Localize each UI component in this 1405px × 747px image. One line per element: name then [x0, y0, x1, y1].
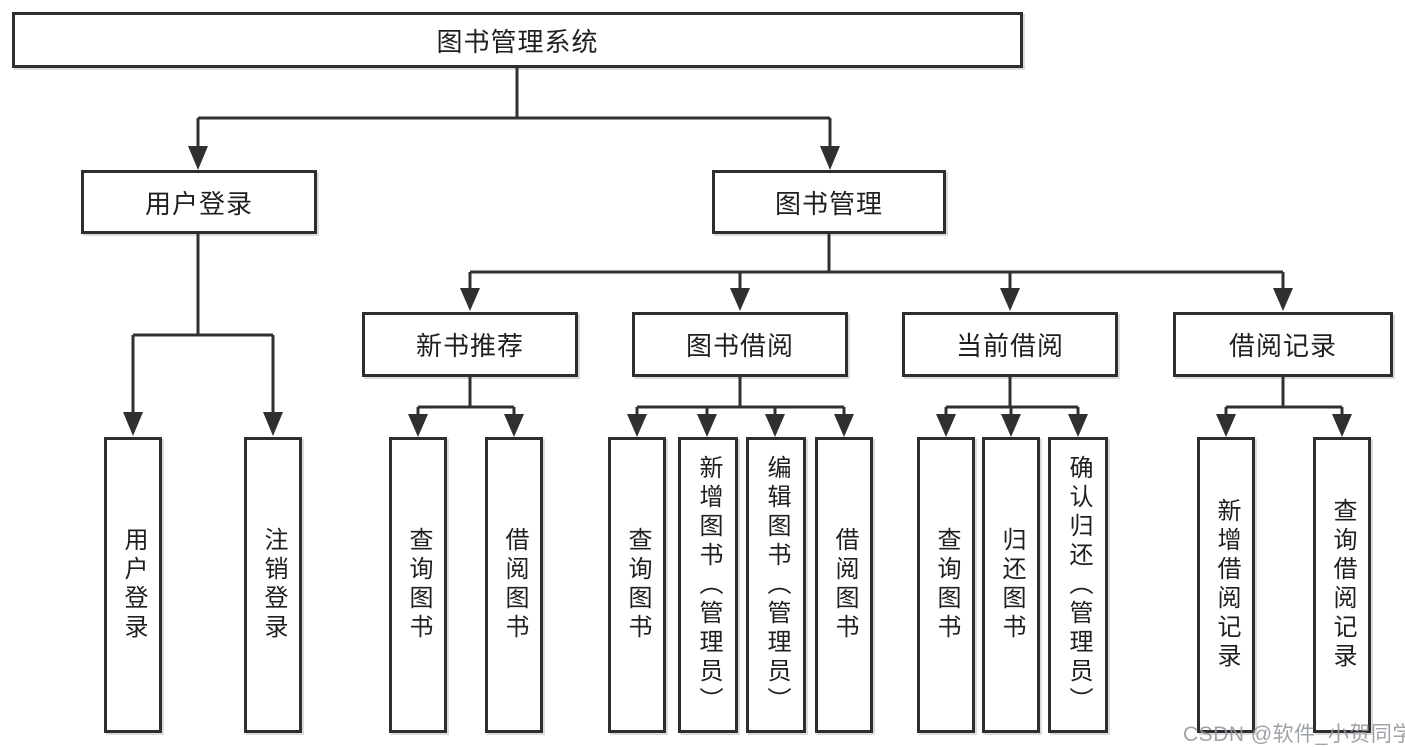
node-label: 查询图书 [933, 527, 960, 643]
connector-newbook-split [416, 377, 516, 414]
node-label: 借阅记录 [1228, 331, 1337, 361]
leaf-query-books-recommend: 查询图书 [389, 437, 447, 733]
leaf-user-login: 用户登录 [104, 437, 162, 733]
arrow-down-icon [697, 414, 717, 437]
node-new-book-recommend: 新书推荐 [362, 312, 578, 377]
node-label: 新增图书（管理员） [695, 454, 722, 716]
arrow-down-icon [730, 288, 750, 311]
node-label: 新书推荐 [415, 331, 524, 361]
arrow-down-icon [408, 414, 428, 437]
node-label: 图书借阅 [685, 331, 794, 361]
node-label: 当前借阅 [955, 331, 1064, 361]
arrow-down-icon [1216, 414, 1236, 437]
watermark: CSDN @软件_小贺同学 [1183, 723, 1405, 746]
arrow-down-icon [1068, 414, 1088, 437]
node-current-borrow: 当前借阅 [902, 312, 1118, 377]
leaf-add-books-admin: 新增图书（管理员） [678, 437, 738, 733]
node-label: 借阅图书 [831, 527, 858, 643]
arrow-down-icon [1273, 288, 1293, 311]
arrow-down-icon [188, 146, 208, 170]
node-label: 图书管理 [774, 188, 883, 219]
node-book-borrow: 图书借阅 [632, 312, 848, 377]
leaf-query-books-current: 查询图书 [917, 437, 975, 733]
node-label: 新增借阅记录 [1213, 498, 1240, 672]
arrow-down-icon [263, 412, 283, 436]
connector-userlogin-split [131, 234, 275, 412]
node-label: 查询借阅记录 [1329, 498, 1356, 672]
connector-current-split [944, 377, 1080, 414]
node-label: 查询图书 [405, 527, 432, 643]
leaf-borrow-books: 借阅图书 [815, 437, 873, 733]
leaf-query-books-borrow: 查询图书 [608, 437, 666, 733]
arrow-down-icon [627, 414, 647, 437]
node-user-login: 用户登录 [81, 170, 317, 234]
leaf-return-books: 归还图书 [982, 437, 1040, 733]
arrowheads [123, 146, 1352, 437]
leaf-edit-books-admin: 编辑图书（管理员） [746, 437, 806, 733]
leaf-logout: 注销登录 [244, 437, 302, 733]
node-label: 用户登录 [144, 188, 253, 219]
arrow-down-icon [834, 414, 854, 437]
node-label: 注销登录 [260, 527, 287, 643]
connector-borrow-split [635, 377, 846, 414]
node-book-management: 图书管理 [712, 170, 946, 234]
node-label: 查询图书 [624, 527, 651, 643]
node-borrow-records: 借阅记录 [1173, 312, 1393, 377]
arrow-down-icon [123, 412, 143, 436]
connector-record-split [1224, 377, 1344, 414]
arrow-down-icon [1001, 414, 1021, 437]
arrow-down-icon [1332, 414, 1352, 437]
arrow-down-icon [820, 146, 840, 170]
node-system-root: 图书管理系统 [12, 12, 1023, 68]
node-label: 编辑图书（管理员） [763, 454, 790, 716]
node-label: 确认归还（管理员） [1065, 454, 1092, 716]
node-label: 归还图书 [998, 527, 1025, 643]
connector-root-split [196, 68, 832, 148]
leaf-borrow-books-recommend: 借阅图书 [485, 437, 543, 733]
leaf-confirm-return-admin: 确认归还（管理员） [1048, 437, 1108, 733]
node-label: 用户登录 [120, 527, 147, 643]
connector-bookmgmt-split [468, 234, 1285, 289]
arrow-down-icon [765, 414, 785, 437]
arrow-down-icon [460, 288, 480, 311]
node-label: 借阅图书 [501, 527, 528, 643]
leaf-query-borrow-record: 查询借阅记录 [1313, 437, 1371, 733]
arrow-down-icon [936, 414, 956, 437]
arrow-down-icon [1000, 288, 1020, 311]
leaf-add-borrow-record: 新增借阅记录 [1197, 437, 1255, 733]
arrow-down-icon [504, 414, 524, 437]
node-label: 图书管理系统 [436, 26, 599, 57]
